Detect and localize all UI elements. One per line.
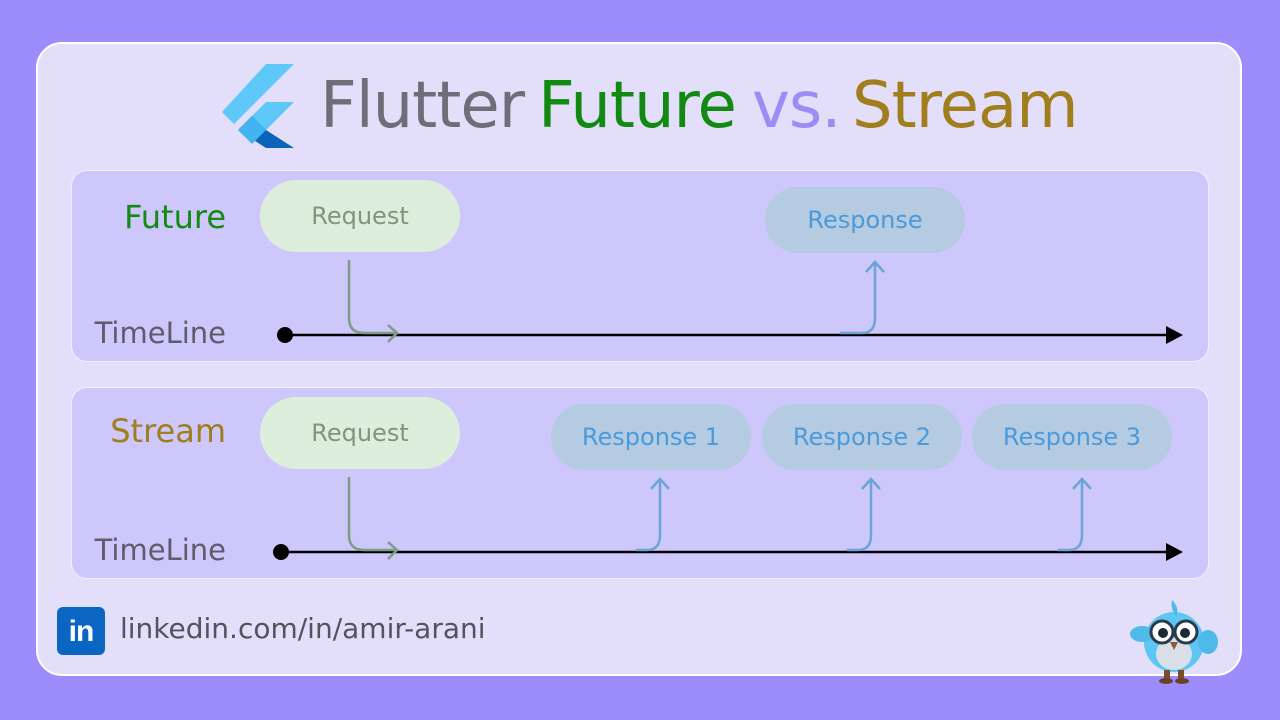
future-response-arrowhead (865, 260, 885, 273)
stream-response1-connector (636, 480, 662, 552)
stream-request-connector (347, 477, 396, 552)
future-request-connector (347, 260, 396, 335)
title-flutter: Flutter (320, 69, 525, 143)
dash-mascot-icon (1130, 600, 1218, 684)
linkedin-icon[interactable]: in (57, 607, 105, 655)
title-stream: Stream (852, 69, 1079, 143)
future-request-arrowhead (387, 324, 399, 343)
stream-response3-connector (1058, 480, 1084, 552)
stream-timeline-label: TimeLine (94, 533, 226, 567)
future-response-pill: Response (765, 187, 965, 253)
stream-response-2-pill: Response 2 (762, 404, 962, 470)
stream-response1-arrowhead (650, 477, 670, 490)
future-timeline-arrowhead (1166, 326, 1183, 344)
stream-response2-arrowhead (861, 477, 881, 490)
stream-response-1-pill: Response 1 (551, 404, 751, 470)
future-timeline-label: TimeLine (94, 316, 226, 350)
flutter-logo-icon (222, 64, 294, 148)
stream-response2-connector (847, 480, 873, 552)
stream-request-arrowhead (387, 541, 399, 560)
stream-response3-arrowhead (1072, 477, 1092, 490)
stream-timeline-start-dot (273, 544, 289, 560)
future-response-connector (840, 263, 877, 335)
future-timeline-start-dot (277, 327, 293, 343)
future-request-pill: Request (260, 180, 460, 252)
stream-request-pill: Request (260, 397, 460, 469)
stream-timeline-arrowhead (1166, 543, 1183, 561)
linkedin-url-link[interactable]: linkedin.com/in/amir-arani (120, 612, 486, 645)
title-future: Future (538, 69, 737, 143)
stream-response-3-pill: Response 3 (972, 404, 1172, 470)
future-panel (71, 170, 1209, 362)
title-vs: vs. (752, 69, 842, 143)
stream-label: Stream (110, 412, 226, 450)
future-label: Future (124, 198, 226, 236)
